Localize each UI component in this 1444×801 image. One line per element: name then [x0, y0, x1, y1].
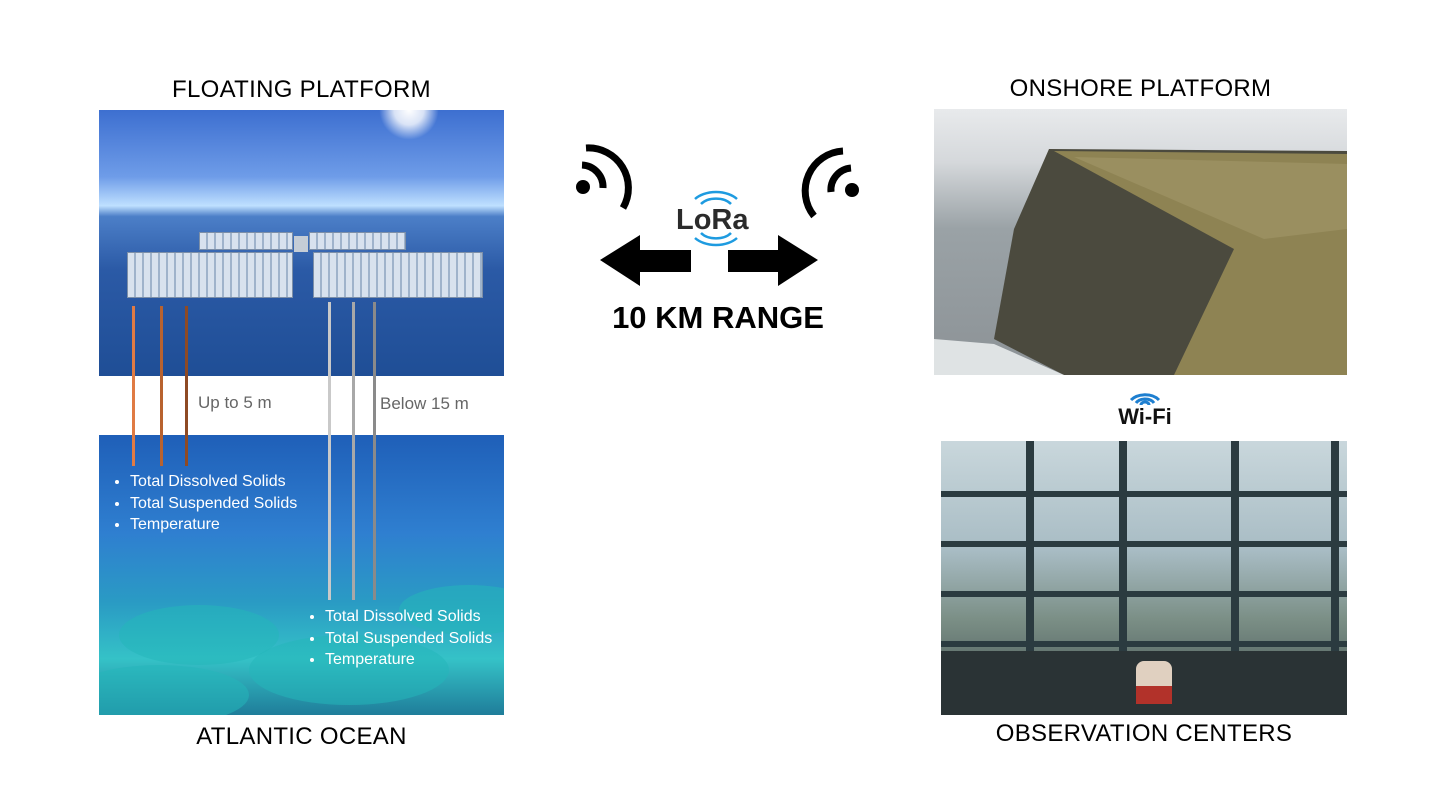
arrow-right-icon	[728, 235, 818, 286]
wifi-logo: Wi-Fi	[1108, 387, 1183, 429]
onshore-cliff-image	[934, 109, 1347, 375]
sensor-item: Total Dissolved Solids	[130, 471, 297, 493]
sensor-item: Total Suspended Solids	[130, 493, 297, 515]
wifi-label: Wi-Fi	[1118, 404, 1172, 429]
atlantic-ocean-title: ATLANTIC OCEAN	[196, 723, 407, 750]
arrow-left-icon	[600, 235, 691, 286]
floating-platform-title: FLOATING PLATFORM	[172, 76, 431, 103]
deep-sensor-list: Total Dissolved Solids Total Suspended S…	[295, 606, 492, 671]
sensor-item: Total Suspended Solids	[325, 628, 492, 650]
signal-right-icon	[801, 147, 859, 219]
shallow-probe-line	[160, 306, 163, 466]
sensor-item: Total Dissolved Solids	[325, 606, 492, 628]
deep-probe-line	[328, 302, 331, 600]
sensor-item: Temperature	[325, 649, 492, 671]
observation-centers-title: OBSERVATION CENTERS	[995, 720, 1293, 747]
observation-center-image	[941, 441, 1347, 715]
shallow-probe-line	[132, 306, 135, 466]
shallow-depth-label: Up to 5 m	[198, 393, 272, 412]
deep-probe-line	[352, 302, 355, 600]
deep-sensor-clip: Total Dissolved Solids Total Suspended S…	[295, 606, 504, 686]
wifi-icon: Wi-Fi	[1118, 393, 1172, 429]
floating-platform-image	[99, 110, 504, 376]
lora-logo-text: LoRa	[676, 204, 749, 236]
onshore-platform-title: ONSHORE PLATFORM	[1009, 75, 1272, 102]
solar-panel	[127, 252, 293, 298]
solar-panel	[309, 232, 406, 250]
control-unit	[294, 236, 308, 252]
solar-panel	[199, 232, 293, 250]
signal-left-icon	[576, 144, 632, 210]
ocean-floor-image	[99, 435, 504, 715]
sensor-item: Temperature	[130, 514, 297, 536]
deep-depth-label: Below 15 m	[380, 394, 469, 413]
cliff-scene	[934, 149, 1347, 375]
range-label: 10 KM RANGE	[612, 300, 824, 335]
shallow-probe-line	[185, 306, 188, 466]
shallow-sensor-list: Total Dissolved Solids Total Suspended S…	[100, 471, 297, 536]
solar-panel	[313, 252, 483, 298]
lora-range-svg: LoRa 10 KM RANGE	[576, 144, 859, 335]
sun-glare	[379, 110, 439, 140]
lora-range-graphic: LoRa 10 KM RANGE	[568, 140, 868, 340]
deep-probe-line	[373, 302, 376, 600]
